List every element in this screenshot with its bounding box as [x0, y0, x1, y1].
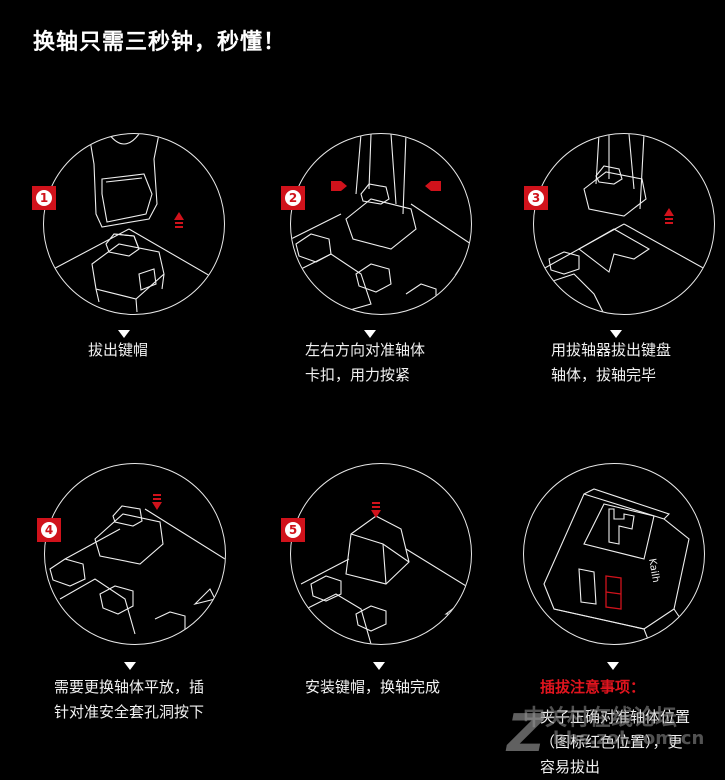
- down-arrow-icon: [610, 330, 622, 338]
- step-number: 4: [41, 522, 57, 538]
- down-arrow-icon: [118, 330, 130, 338]
- step-2-badge: 2: [281, 186, 305, 210]
- step-4-illustration: [44, 463, 226, 645]
- note-caption: 插拔注意事项： 夹子正确对准轴体位置 （图标红色位置），更 容易拔出: [540, 675, 690, 780]
- switch-clip-illustration: [291, 134, 471, 314]
- step-1-illustration: [43, 133, 225, 315]
- keycap-pull-illustration: [44, 134, 224, 313]
- down-arrow-icon: [364, 330, 376, 338]
- page-title: 换轴只需三秒钟，秒懂！: [33, 30, 287, 55]
- switch-pull-illustration: [534, 134, 714, 314]
- step-number: 1: [36, 190, 52, 206]
- watermark-logo: Z: [507, 704, 545, 764]
- step-4-badge: 4: [37, 518, 61, 542]
- step-5-caption: 安装键帽，换轴完成: [305, 678, 441, 696]
- step-3-illustration: [533, 133, 715, 315]
- step-4-caption: 需要更换轴体平放，插 针对准安全套孔洞按下: [54, 678, 205, 721]
- step-number: 3: [528, 190, 544, 206]
- step-2-illustration: [290, 133, 472, 315]
- step-1-caption: 拔出键帽: [88, 341, 149, 359]
- step-1-badge: 1: [32, 186, 56, 210]
- step-number: 5: [285, 522, 301, 538]
- step-5-badge: 5: [281, 518, 305, 542]
- step-number: 2: [285, 190, 301, 206]
- switch-insert-illustration: [49, 494, 225, 640]
- note-heading: 插拔注意事项：: [540, 678, 646, 696]
- down-arrow-icon: [124, 662, 136, 670]
- kailh-switch-illustration: Kailh: [543, 488, 690, 643]
- step-5-illustration: [290, 463, 472, 645]
- step-3-badge: 3: [524, 186, 548, 210]
- down-arrow-icon: [373, 662, 385, 670]
- svg-text:Kailh: Kailh: [646, 558, 661, 584]
- keycap-install-illustration: [300, 502, 471, 644]
- switch-detail-illustration: Kailh: [523, 463, 705, 645]
- down-arrow-icon: [607, 662, 619, 670]
- step-3-caption: 用拔轴器拔出键盘 轴体，拔轴完毕: [551, 341, 672, 384]
- step-2-caption: 左右方向对准轴体 卡扣，用力按紧: [305, 341, 426, 384]
